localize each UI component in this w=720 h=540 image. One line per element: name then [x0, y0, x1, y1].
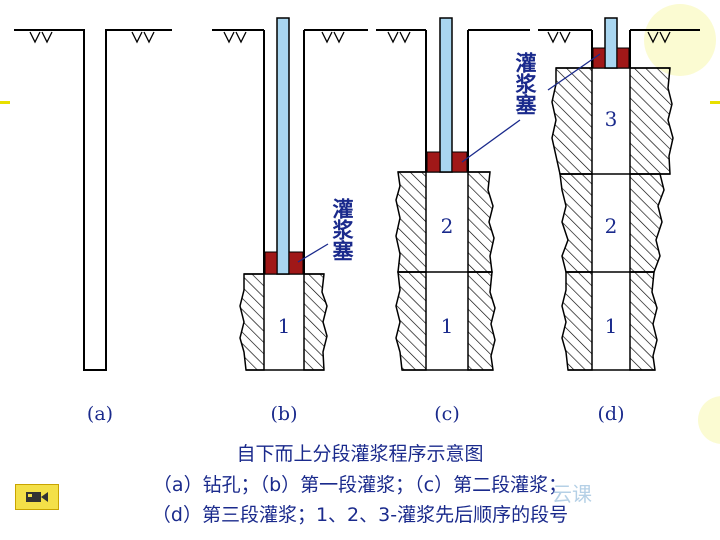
video-button[interactable]: [15, 484, 59, 510]
plug-leader-b: [297, 243, 329, 263]
soil-symbol: [387, 31, 411, 44]
grout-pipe: [604, 17, 618, 69]
video-camera-icon: [26, 492, 48, 502]
soil-symbol: [29, 31, 155, 44]
grout-zone-1-left: [395, 271, 427, 371]
grout-plug-left: [264, 251, 278, 275]
subfigure-label-d: (d): [598, 403, 625, 425]
plug-leader-c: [461, 119, 521, 163]
deco-marker-left: [0, 101, 10, 104]
segment-number-2: 2: [441, 214, 454, 238]
grout-zone-3-right: [629, 67, 674, 175]
grout-zone-1-right: [467, 271, 496, 371]
plug-label-c: 灌浆塞: [513, 52, 537, 115]
grout-pipe: [276, 17, 290, 275]
panel-c: [376, 17, 530, 371]
panel-d: [538, 17, 700, 371]
caption-line-2: （a）钻孔；（b）第一段灌浆；（c）第二段灌浆；: [152, 474, 568, 496]
grout-plug-left: [426, 151, 441, 173]
grout-zone-3-left: [551, 67, 593, 175]
subfigure-label-c: (c): [434, 403, 459, 425]
grout-zone-2-right: [629, 173, 665, 273]
segment-number-2: 2: [605, 214, 618, 238]
panel-b: [212, 17, 368, 371]
panel-a: [14, 29, 172, 371]
watermark: 云课: [552, 482, 592, 506]
caption-title: 自下而上分段灌浆程序示意图: [236, 443, 484, 465]
deco-circle-top-right: [644, 4, 716, 76]
segment-number-1: 1: [605, 314, 618, 338]
grout-zone-1-right: [629, 271, 658, 371]
plug-label-b: 灌浆塞: [330, 198, 354, 261]
segment-number-1: 1: [278, 314, 291, 338]
segment-number-3: 3: [605, 107, 618, 131]
segment-number-1: 1: [441, 314, 454, 338]
deco-circle-right: [698, 396, 720, 444]
grout-zone-2-right: [467, 171, 495, 273]
soil-symbol: [547, 31, 671, 44]
grout-zone-2-left: [559, 173, 593, 273]
grout-zone-2-left: [395, 171, 427, 273]
soil-symbol: [223, 31, 345, 44]
grout-zone-1-left: [561, 271, 593, 371]
caption-line-3: （d）第三段灌浆；1、2、3-灌浆先后顺序的段号: [151, 504, 569, 526]
grout-plug-left: [592, 47, 606, 69]
grout-zone-1-right: [303, 273, 328, 371]
grout-plug-right: [451, 151, 468, 173]
grout-plug-right: [616, 47, 630, 69]
plug-leader-d: [547, 53, 601, 91]
subfigure-label-b: (b): [271, 403, 298, 425]
grout-zone-1-left: [239, 273, 265, 371]
subfigure-label-a: (a): [87, 403, 113, 425]
deco-marker-right: [710, 101, 720, 104]
grout-pipe: [439, 17, 453, 173]
ground-surface-a: [14, 29, 172, 371]
grout-plug-right: [288, 251, 304, 275]
